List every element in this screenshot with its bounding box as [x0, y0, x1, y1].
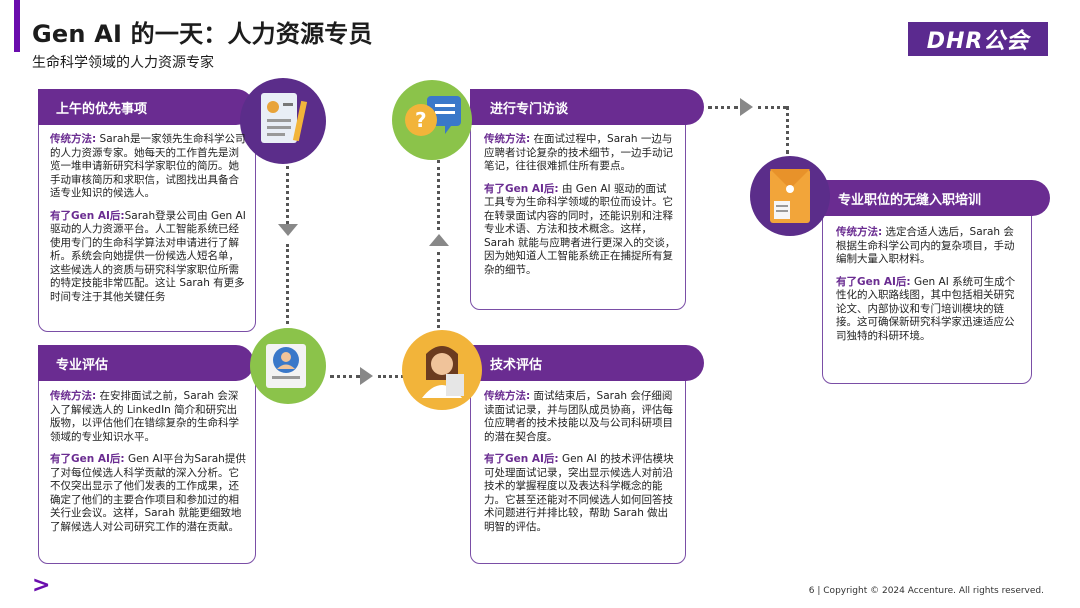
traditional-label: 传统方法: [484, 133, 531, 145]
genai-text: Gen AI 的技术评估模块可处理面试记录，突出显示候选人对前沿技术的掌握程度以… [484, 453, 674, 533]
card-title-specialized-interview: 进行专门访谈 [470, 89, 704, 125]
connector-1-2 [286, 166, 292, 224]
connector-4-5b [758, 106, 786, 112]
connector-1-2b [286, 244, 292, 324]
traditional-label: 传统方法: [484, 390, 531, 402]
card-body-specialized-interview: 传统方法: 在面试过程中，Sarah 一边与应聘者讨论复杂的技术细节，一边手动记… [484, 133, 676, 286]
connector-4-5c [786, 106, 792, 154]
traditional-label: 传统方法: [836, 226, 883, 238]
traditional-text: Sarah是一家领先生命科学公司的人力资源专家。她每天的工作首先是浏览一堆申请新… [50, 133, 246, 199]
traditional-text: 在面试过程中，Sarah 一边与应聘者讨论复杂的技术细节，一边手动记笔记，往往很… [484, 133, 673, 172]
footer-copyright: 6 | Copyright © 2024 Accenture. All righ… [808, 586, 1044, 596]
connector-3-4 [437, 252, 443, 328]
question-chat-icon: ? [392, 80, 472, 160]
woman-reviewer-icon [402, 330, 482, 410]
card-title-technical-assessment: 技术评估 [470, 345, 704, 381]
connector-3-4b [437, 160, 443, 230]
genai-label: 有了Gen AI后: [50, 453, 125, 465]
genai-label: 有了Gen AI后: [484, 182, 559, 195]
traditional-label: 传统方法: [50, 390, 97, 402]
svg-text:?: ? [415, 108, 427, 132]
accent-bar [14, 0, 20, 52]
card-title-seamless-onboarding: 专业职位的无缝入职培训 [822, 180, 1050, 216]
card-morning-priorities [38, 110, 256, 332]
arrow-right-icon [360, 367, 373, 385]
genai-text: 由 Gen AI 驱动的面试工具专为生命科学领域的职位而设计。它在转录面试内容的… [484, 182, 676, 276]
connector-2-3 [330, 375, 360, 381]
genai-label: 有了Gen AI后: [50, 209, 125, 222]
card-title-professional-assessment: 专业评估 [38, 345, 254, 381]
candidate-profile-icon [250, 328, 326, 404]
logo: DHR公会 [908, 22, 1048, 56]
card-body-morning-priorities: 传统方法: Sarah是一家领先生命科学公司的人力资源专家。她每天的工作首先是浏… [50, 133, 246, 313]
traditional-text: 选定合适人选后，Sarah 会根据生命科学公司内的复杂项目，手动编制大量入职材料… [836, 226, 1015, 265]
traditional-text: 面试结束后，Sarah 会仔细阅读面试记录，并与团队成员协商，评估每位应聘者的技… [484, 390, 673, 443]
card-title-morning-priorities: 上午的优先事项 [38, 89, 254, 125]
card-body-technical-assessment: 传统方法: 面试结束后，Sarah 会仔细阅读面试记录，并与团队成员协商，评估每… [484, 390, 676, 543]
arrow-down-icon [278, 224, 298, 236]
genai-text: Sarah登录公司由 Gen AI 驱动的人力资源平台。人工智能系统已经使用专门… [50, 209, 246, 303]
page-title: Gen AI 的一天：人力资源专员 [32, 20, 373, 48]
card-body-seamless-onboarding: 传统方法: 选定合适人选后，Sarah 会根据生命科学公司内的复杂项目，手动编制… [836, 226, 1022, 352]
page-subtitle: 生命科学领域的人力资源专家 [32, 55, 214, 71]
connector-4-5 [708, 106, 738, 112]
traditional-text: 在安排面试之前，Sarah 会深入了解候选人的 LinkedIn 简介和研究出版… [50, 390, 239, 443]
resume-clipboard-icon [240, 78, 326, 164]
genai-text: Gen AI 系统可生成个性化的入职路线图，其中包括相关研究论文、内部协议和专门… [836, 275, 1016, 342]
card-specialized-interview [470, 110, 686, 310]
arrow-right-icon [740, 98, 753, 116]
envelope-folder-icon [750, 156, 830, 236]
card-body-professional-assessment: 传统方法: 在安排面试之前，Sarah 会深入了解候选人的 LinkedIn 简… [50, 390, 246, 543]
genai-label: 有了Gen AI后: [484, 453, 559, 465]
chevron-icon: > [32, 573, 51, 598]
card-technical-assessment [470, 366, 686, 564]
connector-2-3b [378, 375, 404, 381]
genai-text: Gen AI平台为Sarah提供了对每位候选人科学贡献的深入分析。它不仅突出显示… [50, 453, 246, 533]
card-professional-assessment [38, 366, 256, 564]
card-seamless-onboarding [822, 198, 1032, 384]
traditional-label: 传统方法: [50, 133, 97, 145]
arrow-up-icon [429, 234, 449, 246]
genai-label: 有了Gen AI后: [836, 275, 911, 288]
